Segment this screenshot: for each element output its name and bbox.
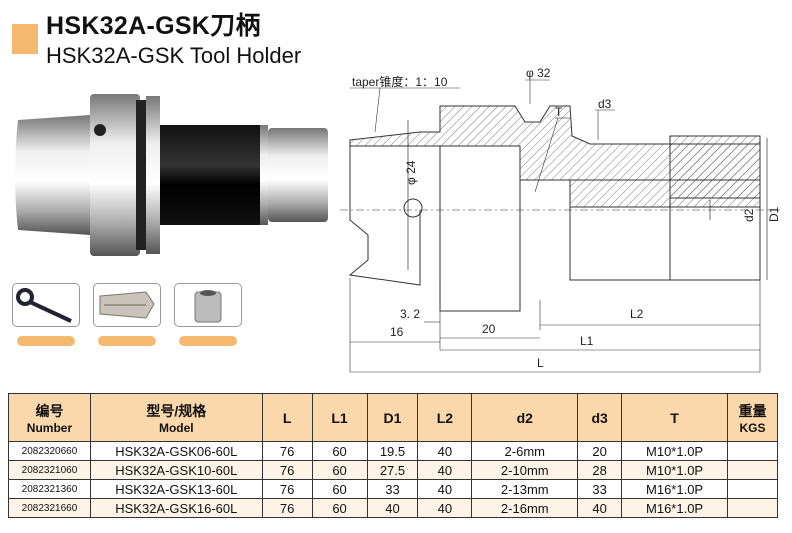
- table-cell: 20: [577, 441, 623, 461]
- header-label: T: [670, 409, 679, 426]
- table-cell: 2-16mm: [471, 498, 579, 518]
- table-cell: M16*1.0P: [621, 498, 729, 518]
- table-cell: M16*1.0P: [621, 479, 729, 499]
- l-label: L: [537, 356, 544, 370]
- column-header: D1: [366, 393, 419, 442]
- accessory-collet: [93, 283, 161, 327]
- column-header: T: [621, 393, 729, 442]
- table-cell: M10*1.0P: [621, 460, 729, 480]
- title-english: HSK32A-GSK Tool Holder: [46, 43, 302, 68]
- table-cell: 40: [577, 498, 623, 518]
- d1-label: D1: [767, 206, 781, 222]
- table-cell: 76: [261, 498, 313, 518]
- table-cell: HSK32A-GSK16-60L: [89, 498, 263, 518]
- header-label: 编号: [35, 402, 64, 419]
- column-header: d2: [471, 393, 579, 442]
- table-cell: HSK32A-GSK06-60L: [89, 441, 263, 461]
- phi24-label: φ 24: [404, 160, 418, 185]
- table-cell: 33: [366, 479, 419, 499]
- accessory-wrench: [12, 283, 80, 327]
- column-header: d3: [577, 393, 623, 442]
- d3-label: d3: [598, 97, 612, 111]
- accessory-label-bar: [98, 336, 156, 346]
- table-cell: 19.5: [366, 441, 419, 461]
- taper-label: taper锥度：1：10: [352, 74, 448, 89]
- table-cell: 2-6mm: [471, 441, 579, 461]
- table-cell: M10*1.0P: [621, 441, 729, 461]
- header-label: L1: [331, 409, 348, 426]
- t-label: T: [555, 105, 563, 119]
- dim-16-label: 16: [390, 325, 404, 339]
- dim-20-label: 20: [482, 322, 496, 336]
- accessory-nut: [174, 283, 242, 327]
- table-cell: 27.5: [366, 460, 419, 480]
- nut-icon: [194, 290, 222, 323]
- header-label: D1: [383, 409, 402, 426]
- dim-3-2-label: 3. 2: [400, 307, 420, 321]
- header-label: L: [282, 409, 292, 426]
- table-cell: 76: [261, 479, 313, 499]
- table-cell: 40: [366, 498, 419, 518]
- column-header: L2: [417, 393, 473, 442]
- table-cell: 40: [417, 460, 473, 480]
- table-cell: [727, 498, 778, 518]
- table-cell: 40: [417, 498, 473, 518]
- header-sublabel: Number: [26, 420, 73, 435]
- table-cell: 76: [261, 441, 313, 461]
- table-cell: 76: [261, 460, 313, 480]
- header-label: d3: [591, 409, 608, 426]
- accent-square: [12, 24, 38, 54]
- wrench-icon: [16, 288, 72, 323]
- table-cell: 2-10mm: [471, 460, 579, 480]
- table-cell: 2082321660: [8, 498, 91, 518]
- table-cell: 40: [417, 479, 473, 499]
- table-cell: [727, 441, 778, 461]
- d2-label: d2: [742, 208, 756, 222]
- table-cell: 28: [577, 460, 623, 480]
- table-cell: 40: [417, 441, 473, 461]
- l2-label: L2: [630, 307, 644, 321]
- accessory-label-bar: [179, 336, 237, 346]
- tool-holder-photo: [15, 94, 328, 256]
- table-cell: [727, 460, 778, 480]
- header-label: 型号/规格: [146, 402, 207, 419]
- title-chinese: HSK32A-GSK刀柄: [46, 12, 261, 40]
- table-cell: 60: [311, 460, 368, 480]
- table-cell: 2082321360: [8, 479, 91, 499]
- accessory-label-bar: [17, 336, 75, 346]
- table-cell: HSK32A-GSK13-60L: [89, 479, 263, 499]
- table-cell: 2082320660: [8, 441, 91, 461]
- header-label: d2: [516, 409, 533, 426]
- table-cell: 60: [311, 498, 368, 518]
- table-cell: 2082321060: [8, 460, 91, 480]
- table-cell: 60: [311, 479, 368, 499]
- technical-drawing: taper锥度：1：10 φ 32 T d3 φ 24 d2 D1 3. 2 1…: [340, 66, 781, 373]
- table-cell: HSK32A-GSK10-60L: [89, 460, 263, 480]
- collet-icon: [99, 291, 155, 319]
- header-sublabel: KGS: [739, 420, 766, 435]
- table-cell: 2-13mm: [471, 479, 579, 499]
- phi32-label: φ 32: [526, 66, 551, 80]
- l1-label: L1: [580, 334, 594, 348]
- column-header: L1: [311, 393, 368, 442]
- table-cell: 60: [311, 441, 368, 461]
- header-sublabel: Model: [158, 420, 194, 435]
- column-header: L: [261, 393, 313, 442]
- header-label: L2: [436, 409, 454, 426]
- table-cell: 33: [577, 479, 623, 499]
- header-label: 重量: [738, 402, 767, 419]
- table-cell: [727, 479, 778, 499]
